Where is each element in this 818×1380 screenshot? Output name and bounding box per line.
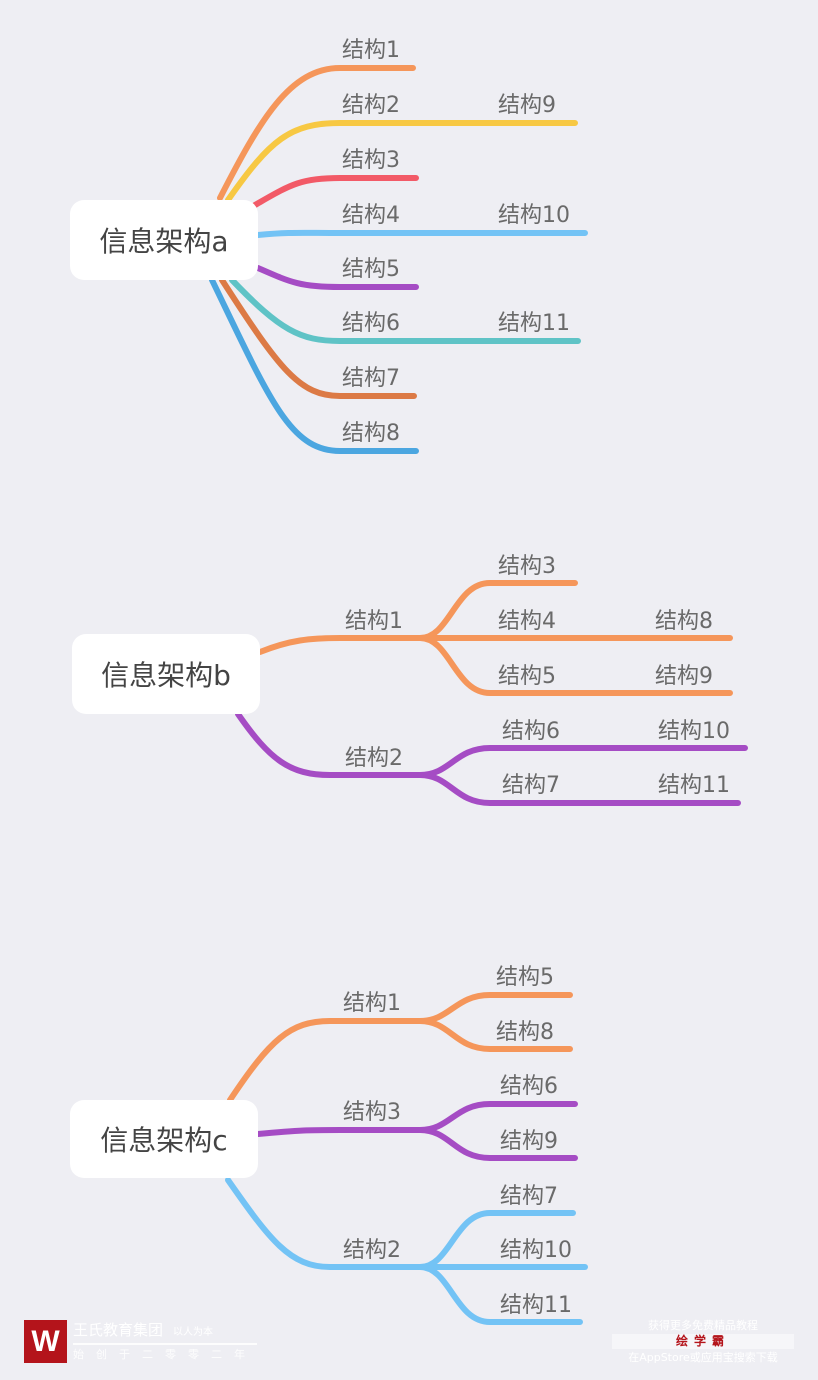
node-b-10: 结构10 — [658, 719, 730, 744]
edge-c-8 — [417, 1018, 573, 1052]
node-a-4: 结构4 — [342, 203, 400, 228]
diagram-b-edges — [235, 580, 748, 806]
watermark-brand: 绘学霸 — [612, 1334, 794, 1349]
diagram-b-labels: 结构1 结构2 结构3 结构4 结构5 结构6 结构7 结构8 结构9 结构10… — [345, 554, 730, 798]
node-b-9: 结构9 — [655, 664, 713, 689]
edge-b-5 — [417, 635, 733, 696]
node-b-3: 结构3 — [498, 554, 556, 579]
edge-c-6 — [417, 1101, 578, 1133]
node-c-2: 结构2 — [343, 1238, 401, 1263]
node-c-11: 结构11 — [500, 1293, 572, 1318]
node-b-8: 结构8 — [655, 609, 713, 634]
edge-c-3 — [255, 1127, 423, 1137]
brand-logo: W — [24, 1320, 67, 1363]
watermark-left: W 王氏教育集团以人为本 始创于二零零二年 — [24, 1320, 257, 1365]
edge-a-2 — [225, 120, 578, 203]
watermark-right: 获得更多免费精品教程 绘学霸 在AppStore或应用宝搜索下载 — [612, 1318, 794, 1365]
edge-b-1 — [257, 635, 423, 655]
node-c-8: 结构8 — [496, 1020, 554, 1045]
node-a-6: 结构6 — [342, 311, 400, 336]
edge-a-4 — [255, 229, 588, 238]
node-a-11: 结构11 — [498, 311, 570, 336]
node-a-9: 结构9 — [498, 93, 556, 118]
node-b-7: 结构7 — [502, 773, 560, 798]
diagram-c-edges — [225, 992, 588, 1325]
node-b-6: 结构6 — [502, 719, 560, 744]
node-b-11: 结构11 — [658, 773, 730, 798]
watermark-slogan: 以人为本 — [173, 1327, 214, 1338]
edge-a-8 — [209, 277, 419, 454]
edge-b-2 — [235, 711, 423, 778]
edge-c-1 — [227, 1018, 423, 1103]
diagram-c-labels: 结构1 结构3 结构2 结构5 结构8 结构6 结构9 结构7 结构10 结构1… — [343, 965, 572, 1318]
edge-a-1 — [217, 65, 416, 201]
node-a-5: 结构5 — [342, 257, 400, 282]
edge-a-6 — [229, 277, 581, 344]
node-c-7: 结构7 — [500, 1184, 558, 1209]
node-a-1: 结构1 — [342, 38, 400, 63]
root-node-a: 信息架构a — [70, 200, 258, 280]
edge-a-5 — [255, 265, 419, 290]
edge-c-9 — [417, 1127, 578, 1161]
edge-c-2 — [225, 1177, 423, 1270]
edge-a-7 — [219, 277, 417, 399]
node-c-1: 结构1 — [343, 991, 401, 1016]
node-b-2: 结构2 — [345, 746, 403, 771]
node-c-3: 结构3 — [343, 1100, 401, 1125]
edge-b-6 — [417, 745, 748, 778]
node-a-2: 结构2 — [342, 93, 400, 118]
diagram-a-edges — [209, 65, 588, 454]
node-c-5: 结构5 — [496, 965, 554, 990]
node-c-10: 结构10 — [500, 1238, 572, 1263]
node-b-4: 结构4 — [498, 609, 556, 634]
edge-a-3 — [252, 175, 419, 208]
node-c-6: 结构6 — [500, 1074, 558, 1099]
node-a-10: 结构10 — [498, 203, 570, 228]
watermark-since: 始创于二零零二年 — [73, 1343, 257, 1365]
node-a-8: 结构8 — [342, 421, 400, 446]
diagram-a-labels: 结构1 结构2 结构3 结构4 结构5 结构6 结构7 结构8 结构9 结构10… — [342, 38, 570, 446]
node-a-7: 结构7 — [342, 366, 400, 391]
edge-c-5 — [417, 992, 573, 1024]
edge-c-11 — [417, 1264, 583, 1325]
watermark-download: 在AppStore或应用宝搜索下载 — [628, 1351, 778, 1364]
root-node-c: 信息架构c — [70, 1100, 258, 1178]
node-c-9: 结构9 — [500, 1129, 558, 1154]
watermark-promo: 获得更多免费精品教程 — [648, 1319, 758, 1332]
node-a-3: 结构3 — [342, 148, 400, 173]
edge-b-7 — [417, 772, 741, 806]
node-b-1: 结构1 — [345, 609, 403, 634]
node-b-5: 结构5 — [498, 664, 556, 689]
root-node-b: 信息架构b — [72, 634, 260, 714]
watermark-company: 王氏教育集团 — [73, 1321, 164, 1339]
